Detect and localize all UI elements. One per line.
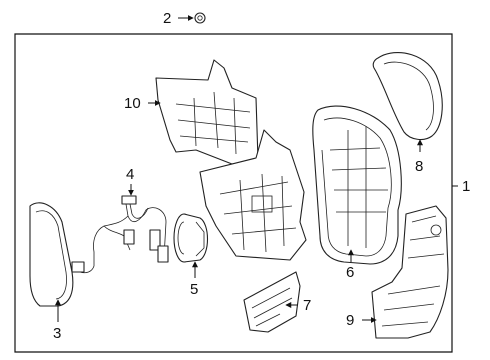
mirror-motor-assembly bbox=[199, 129, 307, 261]
callout-5: 5 bbox=[190, 281, 198, 298]
callout-1: 1 bbox=[462, 178, 470, 195]
part-4-wire-harness bbox=[71, 195, 169, 274]
part-2-screw bbox=[194, 12, 206, 24]
callout-9: 9 bbox=[346, 312, 354, 329]
callout-2: 2 bbox=[163, 10, 171, 27]
callout-6: 6 bbox=[346, 264, 354, 281]
callout-4: 4 bbox=[126, 166, 134, 183]
callout-3: 3 bbox=[53, 325, 61, 342]
part-6-housing bbox=[312, 105, 402, 265]
part-9-signal-lamp bbox=[371, 205, 449, 339]
part-5-actuator bbox=[173, 213, 209, 263]
part-7-bracket bbox=[243, 271, 301, 333]
callout-7: 7 bbox=[303, 297, 311, 314]
part-10-base-bracket bbox=[155, 59, 259, 165]
assembly-frame bbox=[14, 33, 453, 353]
callout-8: 8 bbox=[415, 158, 423, 175]
part-3-mirror-glass bbox=[29, 202, 74, 307]
callout-10: 10 bbox=[124, 95, 141, 112]
